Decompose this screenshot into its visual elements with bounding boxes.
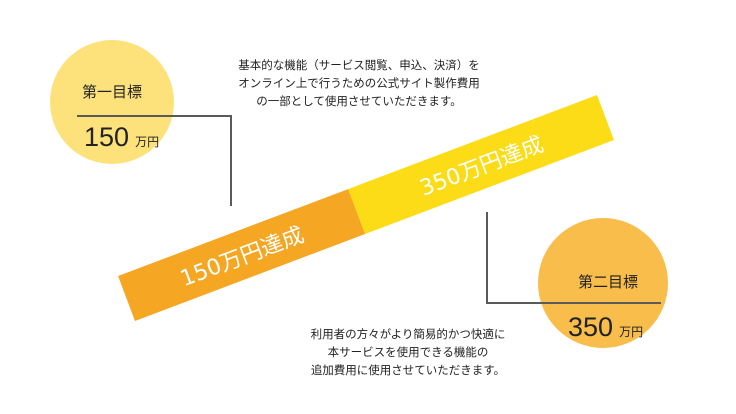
connector-line-2v bbox=[486, 212, 488, 304]
goal1-amount: 150 万円 bbox=[84, 122, 159, 153]
stage1-segment: 150万円達成 bbox=[118, 189, 365, 321]
connector-line-1v bbox=[230, 115, 232, 206]
note2-line: 本サービスを使用できる機能の bbox=[327, 345, 489, 359]
stage2-segment: 350万円達成 bbox=[347, 95, 614, 235]
goal2-description: 利用者の方々がより簡易的かつ快適に 本サービスを使用できる機能の 追加費用に使用… bbox=[288, 325, 528, 379]
goal1-circle bbox=[50, 40, 174, 164]
note1-line: 基本的な機能（サービス閲覧、申込、決済）を bbox=[238, 58, 480, 72]
goal1-value: 150 bbox=[84, 122, 130, 152]
goal2-value: 350 bbox=[568, 312, 614, 342]
goal2-circle bbox=[538, 218, 668, 348]
note1-line: の一部として使用させていただきます。 bbox=[256, 94, 462, 108]
goal2-unit: 万円 bbox=[619, 325, 644, 339]
goal1-label: 第一目標 bbox=[81, 83, 142, 101]
goal1-unit: 万円 bbox=[135, 135, 160, 149]
note1-line: オンライン上で行うための公式サイト製作費用 bbox=[238, 76, 480, 90]
note2-line: 追加費用に使用させていただきます。 bbox=[310, 363, 506, 377]
goal1-description: 基本的な機能（サービス閲覧、申込、決済）を オンライン上で行うための公式サイト製… bbox=[214, 56, 504, 110]
note2-line: 利用者の方々がより簡易的かつ快適に bbox=[310, 327, 506, 341]
goal2-label: 第二目標 bbox=[577, 273, 638, 291]
connector-line-2h bbox=[486, 302, 661, 304]
connector-line-1h bbox=[77, 115, 232, 117]
goal2-amount: 350 万円 bbox=[568, 312, 643, 343]
